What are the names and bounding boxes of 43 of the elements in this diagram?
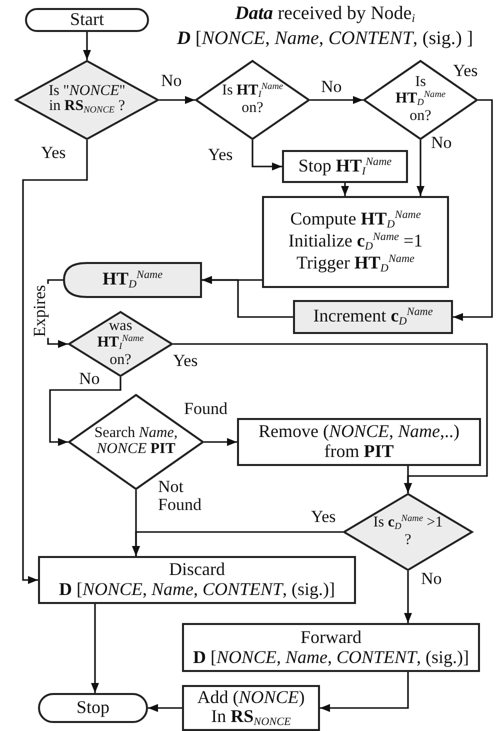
arrow [22, 140, 88, 584]
arrow [202, 276, 293, 318]
node-text: D [NONCE, Name, CONTENT, (sig.)] [192, 648, 470, 668]
node-text: Is c$_{D}$$^{Name}$ >1 ? [373, 515, 443, 549]
arrow [341, 183, 349, 196]
arrow [416, 140, 424, 196]
process-box [237, 418, 481, 466]
node-text: D [NONCE, Name, CONTENT, (sig.)] [58, 580, 336, 600]
data-packet-label: D [NONCE, Name, CONTENT, (sig.) ] [176, 29, 474, 50]
arrow [159, 96, 195, 104]
node-text: Discard [169, 560, 225, 580]
arrow [91, 604, 99, 693]
process-box [293, 300, 453, 334]
process-box [182, 623, 480, 672]
node-text: Initialize c$_{D}$$^{Name}$ =1 [288, 231, 423, 253]
node-text: Forward [300, 628, 362, 648]
arrow [204, 438, 237, 446]
arrow [310, 96, 363, 104]
arrow [320, 672, 409, 712]
process-box [38, 556, 356, 604]
delay-shape [63, 262, 202, 298]
arrow [453, 99, 493, 321]
arrow [49, 377, 122, 446]
arrow [132, 531, 343, 556]
node-text: Is "NONCE" in RS$_{NONCE}$ ? [48, 84, 126, 116]
arrow [404, 466, 412, 493]
process-box [262, 196, 449, 288]
edge-label: Expires [31, 284, 49, 338]
node-text: Stop [76, 698, 110, 718]
process-box [282, 150, 408, 183]
node-text: Search Name, NONCE PIT [93, 426, 179, 458]
node-text: Remove (NONCE, Name,..) from PIT [258, 422, 460, 462]
decision-diamond [195, 60, 310, 140]
arrow [83, 32, 91, 60]
arrow [148, 704, 182, 712]
decision-diamond [15, 60, 159, 140]
diagram-title: Data received by Node$_{i}$ [234, 4, 416, 26]
node-text: Add (NONCE) In RS$_{NONCE}$ [197, 688, 305, 728]
process-box [182, 685, 320, 731]
decision-diamond [343, 493, 473, 571]
arrow [252, 140, 282, 170]
node-text: Start [70, 10, 104, 30]
arrow [404, 571, 412, 623]
